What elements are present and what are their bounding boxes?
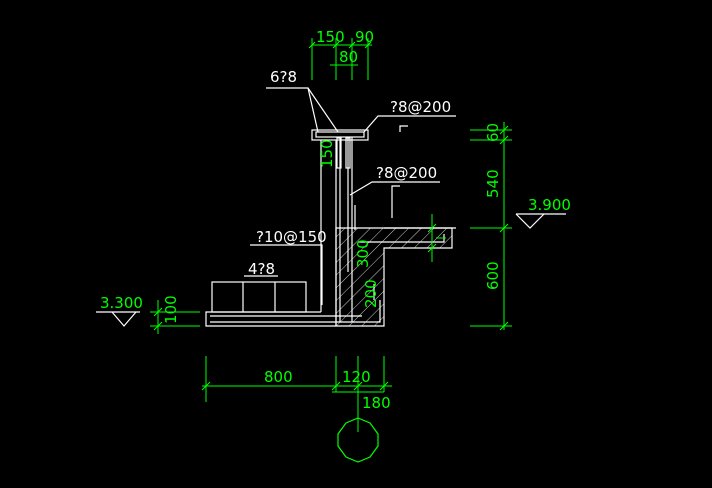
dim-slab-100: 100 [162,295,180,324]
elevation-left-label: 3.300 [100,294,143,312]
dim-right-60: 60 [484,123,502,142]
elevation-marker-right [515,213,566,229]
label-wall-stirrup: ?8@200 [376,164,437,182]
rebar-lines [210,131,445,323]
dim-right-540: 540 [484,169,502,198]
dim-top-90: 90 [355,28,374,46]
label-wall-main: ?10@150 [256,228,327,246]
axis-bubble [337,417,379,463]
leader-lines [244,87,456,305]
dim-bottom-800: 800 [264,368,293,386]
dim-ledge-200: 200 [362,279,380,308]
dim-top-80: 80 [339,48,358,66]
dim-top-150: 150 [316,28,345,46]
labels: 150 90 80 6?8 ?8@200 ?8@200 ?10@150 4?8 … [100,28,571,412]
dim-bottom-180: 180 [362,394,391,412]
dim-wall-150: 150 [318,139,336,168]
elevation-marker-left [96,311,140,327]
dimension-lines [150,38,512,432]
elevation-right-label: 3.900 [528,196,571,214]
dim-right-600: 600 [484,261,502,290]
label-top-stirrup: ?8@200 [390,98,451,116]
label-top-bars: 6?8 [270,68,297,86]
dim-bottom-120: 120 [342,368,371,386]
dim-ledge-300: 300 [354,239,372,268]
label-slab-bars: 4?8 [248,260,275,278]
